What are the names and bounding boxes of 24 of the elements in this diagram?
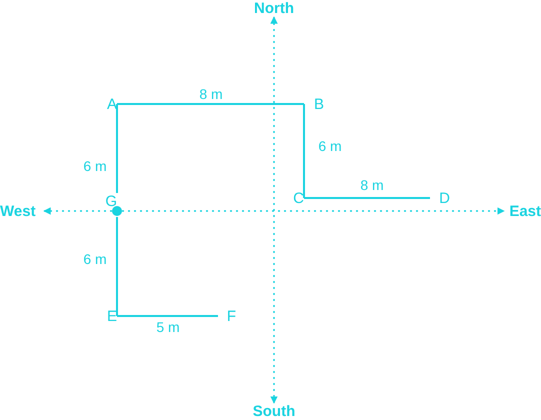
dashed-axis-arrow [43,207,505,215]
point-label: A [99,95,117,113]
path-segment [303,104,305,198]
point-label: B [304,95,324,113]
path-segment [116,104,118,193]
path-segment [116,217,118,316]
edge-label: 6 m [81,159,109,173]
point-label: F [218,307,236,325]
dashed-axis-arrow [270,16,278,404]
point-label: E [99,307,117,325]
direction-label: North [246,0,302,17]
edge-label: 6 m [316,139,344,153]
direction-label: West [0,203,44,220]
path-segment [117,103,304,105]
direction-label: East [504,203,541,220]
point-label: C [284,189,304,207]
edge-label: 6 m [81,252,109,266]
edge-label: 8 m [197,87,225,101]
edge-label: 5 m [154,320,182,334]
direction-label: South [244,403,304,420]
edge-label: 8 m [358,178,386,192]
point-label: D [430,189,450,207]
path-segment [304,197,430,199]
path-segment [117,315,218,317]
